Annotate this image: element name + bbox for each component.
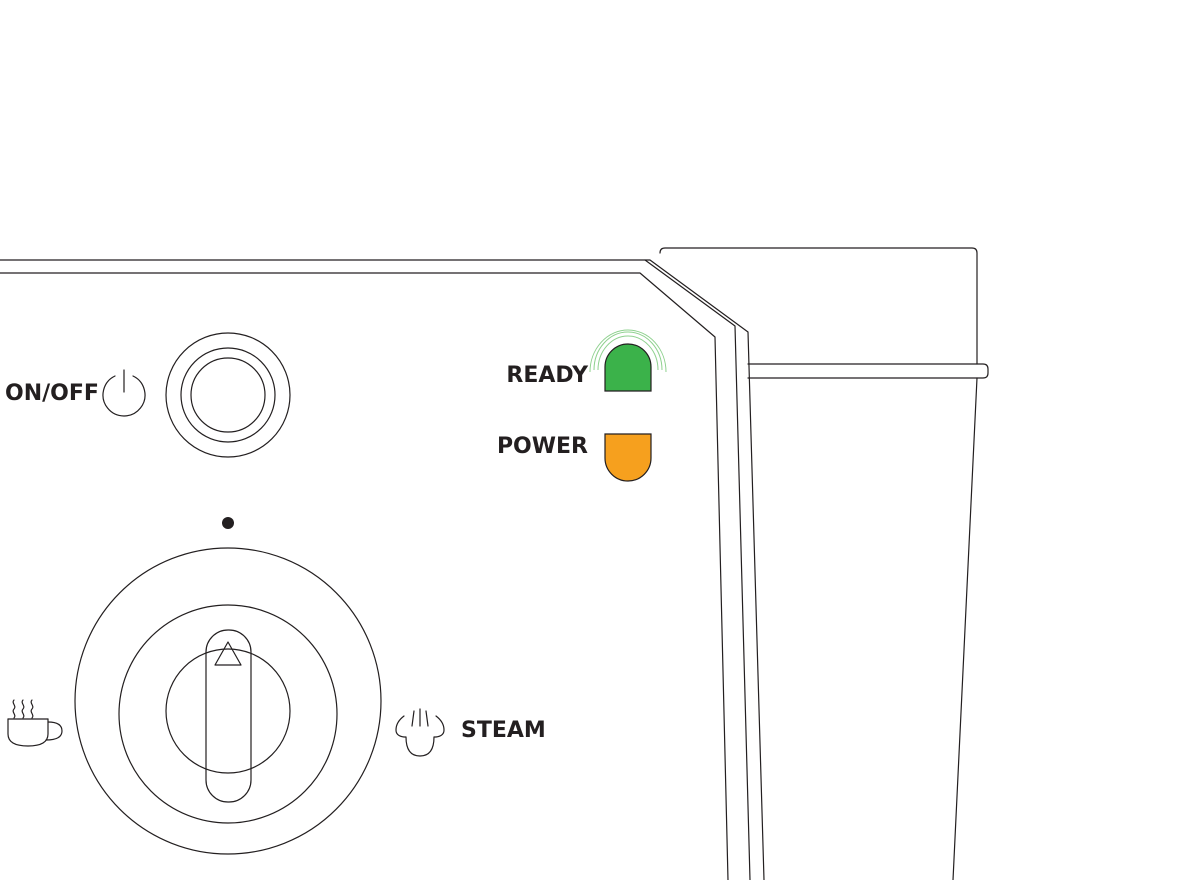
selector-dial[interactable] bbox=[74, 547, 382, 855]
power-label: POWER bbox=[497, 434, 588, 459]
water-tank-side bbox=[952, 377, 978, 880]
body-inner-edge bbox=[0, 272, 729, 880]
dial-position-dot bbox=[222, 517, 234, 529]
dial-pointer-arrow bbox=[214, 641, 242, 666]
ready-label: READY bbox=[506, 363, 589, 388]
power-indicator-light bbox=[604, 433, 652, 482]
water-tank bbox=[659, 247, 989, 880]
on-off-label: ON/OFF bbox=[5, 381, 99, 406]
dial-knob-handle[interactable] bbox=[205, 629, 252, 803]
dial-outer-ring bbox=[74, 547, 382, 855]
steam-label: STEAM bbox=[461, 718, 546, 743]
ready-indicator-light bbox=[604, 343, 652, 392]
dial-middle-ring bbox=[118, 604, 338, 824]
water-tank-rim bbox=[747, 363, 989, 379]
power-icon bbox=[102, 369, 146, 417]
coffee-cup-icon bbox=[7, 699, 63, 747]
dial-inner-ring bbox=[165, 648, 291, 774]
ready-indicator-glow bbox=[589, 329, 667, 373]
body-outer-edge bbox=[0, 259, 765, 880]
body-bevel-line bbox=[644, 259, 751, 880]
steam-icon bbox=[395, 708, 445, 757]
machine-body-outline bbox=[0, 259, 765, 880]
water-tank-top bbox=[659, 247, 978, 365]
on-off-button[interactable] bbox=[165, 332, 291, 458]
